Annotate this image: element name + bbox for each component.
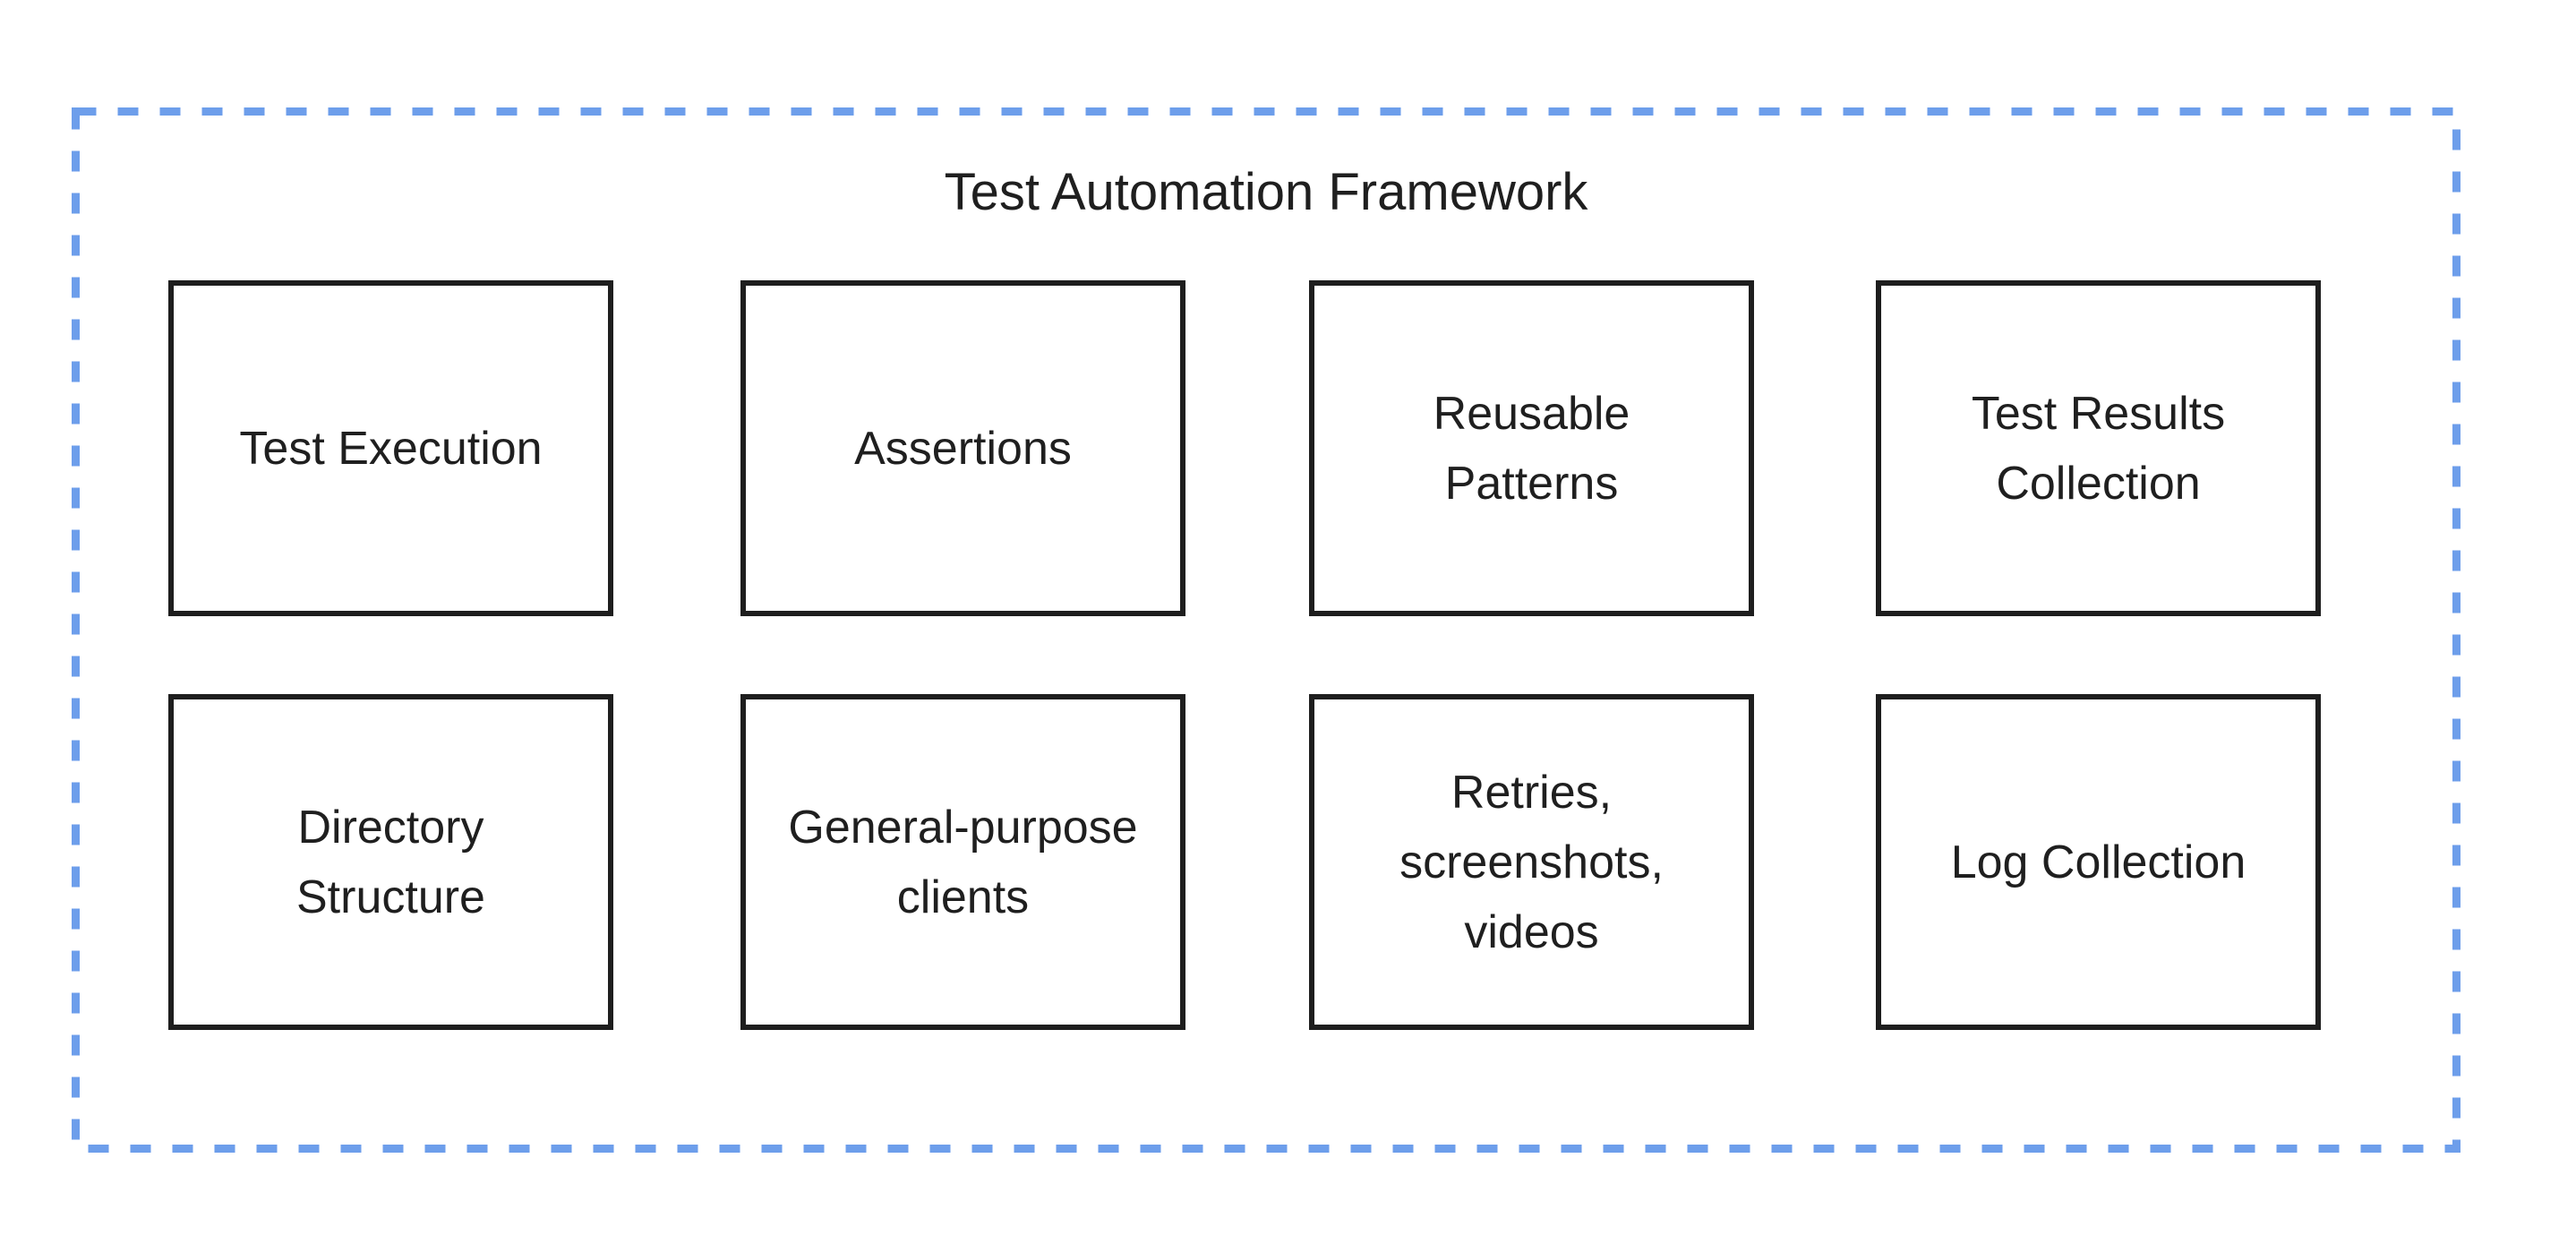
node-general-purpose-clients: General-purpose clients	[740, 694, 1185, 1030]
framework-boundary-dashed-border	[72, 107, 2460, 1153]
node-test-execution: Test Execution	[168, 280, 613, 616]
diagram-title: Test Automation Framework	[944, 163, 1588, 221]
node-retries-screenshots-videos: Retries, screenshots, videos	[1309, 694, 1754, 1030]
node-test-results-collection: Test Results Collection	[1876, 280, 2321, 616]
node-log-collection: Log Collection	[1876, 694, 2321, 1030]
node-directory-structure: Directory Structure	[168, 694, 613, 1030]
node-assertions: Assertions	[740, 280, 1185, 616]
node-reusable-patterns: Reusable Patterns	[1309, 280, 1754, 616]
